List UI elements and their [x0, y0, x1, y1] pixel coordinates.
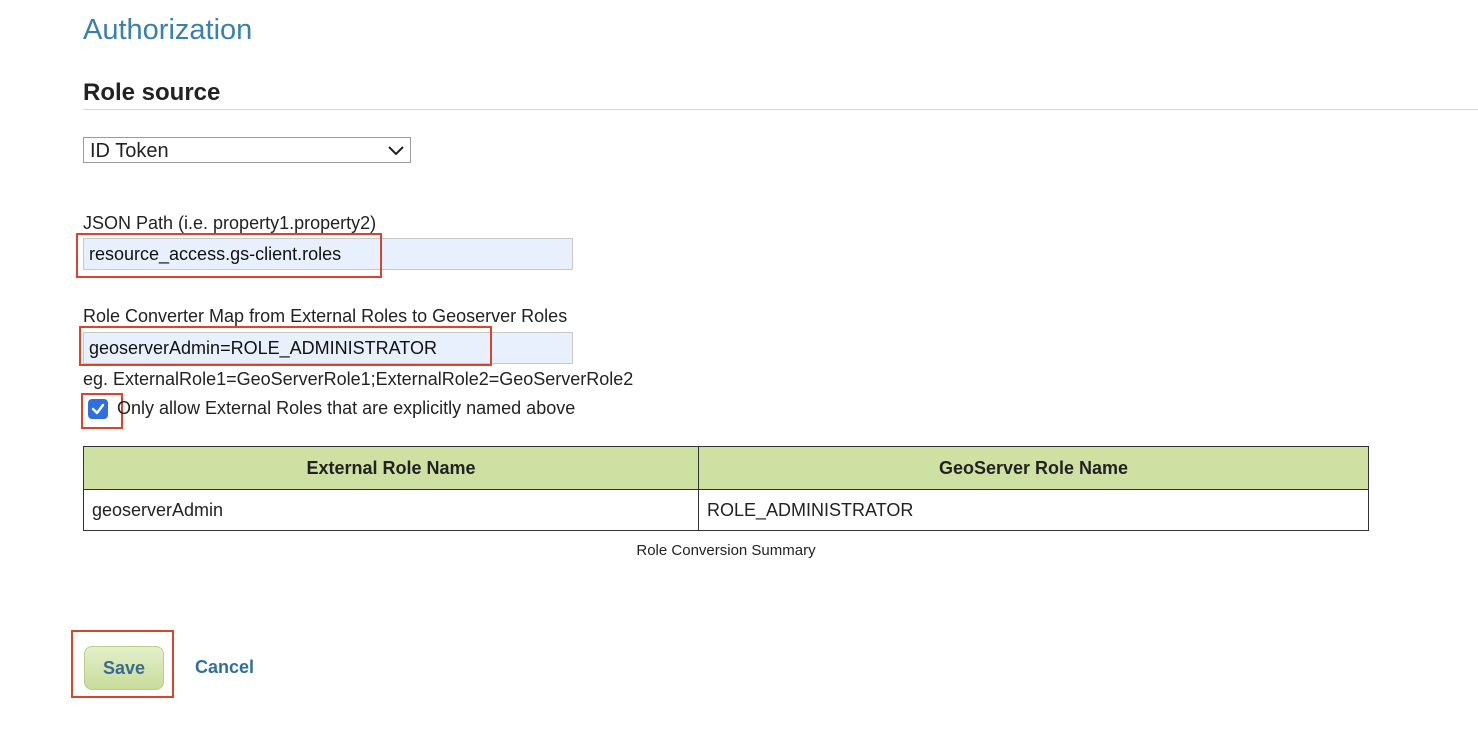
role-conversion-table: External Role Name GeoServer Role Name g…: [83, 446, 1369, 531]
table-row: geoserverAdmin ROLE_ADMINISTRATOR: [83, 489, 1369, 531]
checkbox-highlight: [81, 393, 123, 429]
role-source-selected: ID Token: [90, 140, 169, 162]
table-cell-external-role: geoserverAdmin: [83, 489, 699, 531]
section-title: Role source: [83, 79, 221, 106]
save-highlight: [71, 630, 174, 698]
table-header-external-role: External Role Name: [83, 446, 699, 490]
role-source-select[interactable]: ID Token: [83, 137, 411, 163]
role-converter-label: Role Converter Map from External Roles t…: [83, 306, 568, 326]
table-cell-geoserver-role: ROLE_ADMINISTRATOR: [698, 489, 1369, 531]
role-converter-hint: eg. ExternalRole1=GeoServerRole1;Externa…: [83, 369, 634, 389]
cancel-link[interactable]: Cancel: [195, 657, 255, 677]
checkmark-icon: [91, 403, 105, 415]
json-path-highlight: [76, 233, 382, 278]
table-header-geoserver-role: GeoServer Role Name: [698, 446, 1369, 490]
role-converter-highlight: [79, 326, 492, 366]
only-allow-checkbox[interactable]: [88, 399, 108, 419]
section-divider: [83, 109, 1478, 110]
chevron-down-icon: [388, 146, 404, 156]
page-title: Authorization: [83, 14, 253, 46]
json-path-input[interactable]: resource_access.gs-client.roles: [83, 238, 573, 270]
save-button[interactable]: Save: [84, 646, 164, 690]
only-allow-label: Only allow External Roles that are expli…: [117, 398, 576, 418]
table-caption: Role Conversion Summary: [636, 542, 816, 559]
json-path-label: JSON Path (i.e. property1.property2): [83, 213, 377, 233]
